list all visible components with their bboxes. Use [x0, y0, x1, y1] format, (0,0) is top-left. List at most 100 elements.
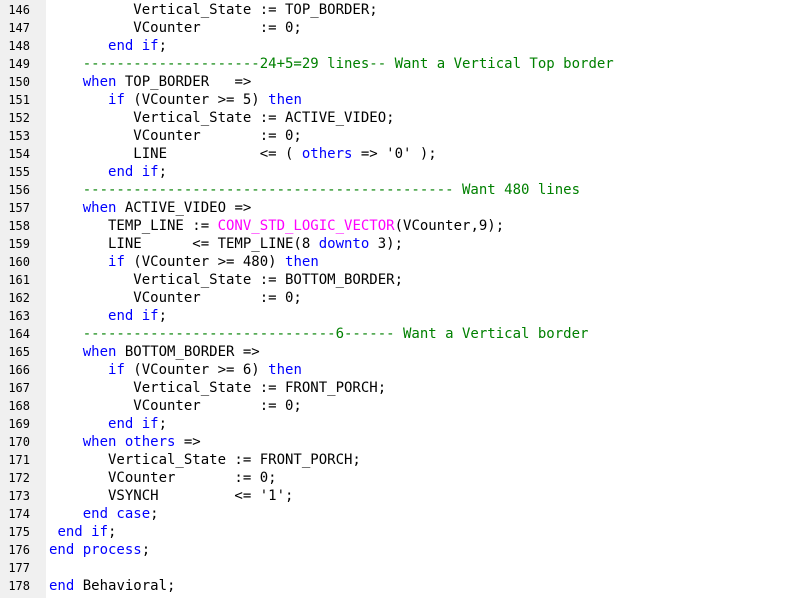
keyword-token: when	[82, 200, 117, 216]
line-number: 159	[8, 237, 30, 251]
code-token: ;	[158, 308, 168, 324]
code-token: VCounter := 0;	[49, 398, 302, 414]
comment-token: ----------------------------------------…	[49, 182, 581, 198]
code-line[interactable]: end case;	[49, 505, 796, 523]
keyword-token: end if	[108, 308, 159, 324]
code-token: (VCounter >= 480)	[124, 254, 286, 270]
line-number: 149	[8, 57, 30, 71]
code-line[interactable]: when BOTTOM_BORDER =>	[49, 343, 796, 361]
code-line[interactable]: Vertical_State := BOTTOM_BORDER;	[49, 271, 796, 289]
code-token	[49, 92, 108, 108]
code-token: VCounter := 0;	[49, 20, 302, 36]
code-token: Vertical_State := BOTTOM_BORDER;	[49, 272, 404, 288]
line-number: 147	[8, 21, 30, 35]
code-token	[49, 164, 108, 180]
code-line[interactable]: if (VCounter >= 5) then	[49, 91, 796, 109]
line-number: 161	[8, 273, 30, 287]
keyword-token: when	[82, 344, 117, 360]
line-number: 178	[8, 579, 30, 593]
line-number: 151	[8, 93, 30, 107]
code-area[interactable]: Vertical_State := TOP_BORDER; VCounter :…	[46, 0, 796, 598]
line-number: 177	[8, 561, 30, 575]
code-token	[49, 506, 83, 522]
keyword-token: end if	[57, 524, 109, 540]
code-token: Vertical_State := FRONT_PORCH;	[49, 452, 361, 468]
code-line[interactable]	[49, 559, 796, 577]
line-number: 164	[8, 327, 30, 341]
keyword-token: others	[301, 146, 353, 162]
code-line[interactable]: LINE <= TEMP_LINE(8 downto 3);	[49, 235, 796, 253]
line-number: 172	[8, 471, 30, 485]
code-line[interactable]: Vertical_State := ACTIVE_VIDEO;	[49, 109, 796, 127]
code-token	[49, 362, 108, 378]
code-token: ACTIVE_VIDEO =>	[116, 200, 252, 216]
code-line[interactable]: VCounter := 0;	[49, 19, 796, 37]
line-number: 158	[8, 219, 30, 233]
code-token: LINE <= TEMP_LINE(8	[49, 236, 319, 252]
code-line[interactable]: TEMP_LINE := CONV_STD_LOGIC_VECTOR(VCoun…	[49, 217, 796, 235]
code-line[interactable]: ------------------------------6------ Wa…	[49, 325, 796, 343]
code-line[interactable]: end if;	[49, 523, 796, 541]
line-number: 176	[8, 543, 30, 557]
keyword-token: end process	[49, 542, 142, 558]
code-line[interactable]: VCounter := 0;	[49, 469, 796, 487]
line-number: 157	[8, 201, 30, 215]
code-line[interactable]: when TOP_BORDER =>	[49, 73, 796, 91]
line-number: 153	[8, 129, 30, 143]
line-number: 166	[8, 363, 30, 377]
code-token: ;	[158, 164, 168, 180]
line-number: 152	[8, 111, 30, 125]
code-line[interactable]: end if;	[49, 307, 796, 325]
keyword-token: then	[268, 92, 302, 108]
keyword-token: then	[268, 362, 302, 378]
line-number: 165	[8, 345, 30, 359]
code-line[interactable]: ----------------------------------------…	[49, 181, 796, 199]
code-line[interactable]: if (VCounter >= 6) then	[49, 361, 796, 379]
code-token: VCounter := 0;	[49, 128, 302, 144]
code-token	[49, 434, 83, 450]
code-token	[49, 38, 108, 54]
code-line[interactable]: VCounter := 0;	[49, 127, 796, 145]
code-token	[49, 200, 83, 216]
code-line[interactable]: end if;	[49, 163, 796, 181]
code-line[interactable]: end if;	[49, 415, 796, 433]
line-number: 173	[8, 489, 30, 503]
code-line[interactable]: ---------------------24+5=29 lines-- Wan…	[49, 55, 796, 73]
code-line[interactable]: if (VCounter >= 480) then	[49, 253, 796, 271]
code-line[interactable]: Vertical_State := FRONT_PORCH;	[49, 379, 796, 397]
line-number: 167	[8, 381, 30, 395]
keyword-token: if	[108, 362, 125, 378]
line-number: 168	[8, 399, 30, 413]
code-token	[49, 74, 83, 90]
line-number: 148	[8, 39, 30, 53]
code-token	[49, 254, 108, 270]
code-line[interactable]: end process;	[49, 541, 796, 559]
code-line[interactable]: VCounter := 0;	[49, 397, 796, 415]
code-line[interactable]: Vertical_State := FRONT_PORCH;	[49, 451, 796, 469]
code-line[interactable]: end if;	[49, 37, 796, 55]
function-token: CONV_STD_LOGIC_VECTOR	[217, 218, 395, 234]
comment-token: ------------------------------6------ Wa…	[49, 326, 589, 342]
code-token: BOTTOM_BORDER =>	[116, 344, 260, 360]
line-number: 160	[8, 255, 30, 269]
keyword-token: when others	[82, 434, 176, 450]
line-number: 156	[8, 183, 30, 197]
keyword-token: then	[285, 254, 319, 270]
line-number: 162	[8, 291, 30, 305]
code-line[interactable]: VCounter := 0;	[49, 289, 796, 307]
code-line[interactable]: when others =>	[49, 433, 796, 451]
code-line[interactable]: LINE <= ( others => '0' );	[49, 145, 796, 163]
line-number: 171	[8, 453, 30, 467]
code-line[interactable]: when ACTIVE_VIDEO =>	[49, 199, 796, 217]
code-line[interactable]: Vertical_State := TOP_BORDER;	[49, 1, 796, 19]
code-token: TOP_BORDER =>	[116, 74, 252, 90]
code-line[interactable]: end Behavioral;	[49, 577, 796, 595]
code-token: ;	[141, 542, 151, 558]
code-line[interactable]: VSYNCH <= '1';	[49, 487, 796, 505]
keyword-token: when	[82, 74, 117, 90]
keyword-token: end if	[108, 416, 159, 432]
code-token: (VCounter >= 6)	[124, 362, 269, 378]
code-token: Behavioral;	[74, 578, 176, 594]
